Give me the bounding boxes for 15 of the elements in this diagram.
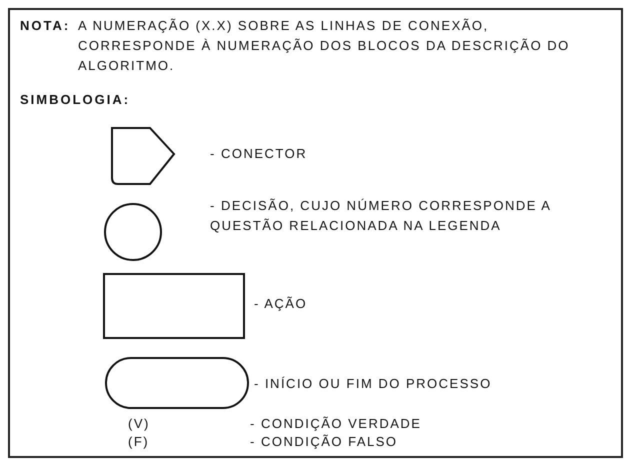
condition-text: - CONDIÇÃO FALSO (250, 433, 398, 451)
note-text: A NUMERAÇÃO (X.X) SOBRE AS LINHAS DE CONEXÃO, CORRESPONDE À NUMERAÇÃO DOS BLOCOS DA DESCRIÇÃO DO ALGORITMO. (78, 17, 571, 75)
note-label: NOTA: (20, 17, 70, 35)
legend-text: - AÇÃO (254, 295, 308, 313)
condition-text: - CONDIÇÃO VERDADE (250, 415, 422, 433)
condition-code: (V) (128, 415, 150, 433)
condition-code: (F) (128, 433, 150, 451)
connector-symbol (111, 127, 175, 185)
decision-symbol (104, 203, 162, 261)
terminal-symbol (105, 357, 249, 409)
legend-text: - CONECTOR (210, 145, 308, 163)
legend-text: - INÍCIO OU FIM DO PROCESSO (254, 375, 492, 393)
action-symbol (103, 273, 245, 339)
symbology-heading: SIMBOLOGIA: (20, 91, 130, 109)
legend-text: - DECISÃO, CUJO NÚMERO CORRESPONDE A QUESTÃO RELACIONADA NA LEGENDA (210, 197, 552, 235)
